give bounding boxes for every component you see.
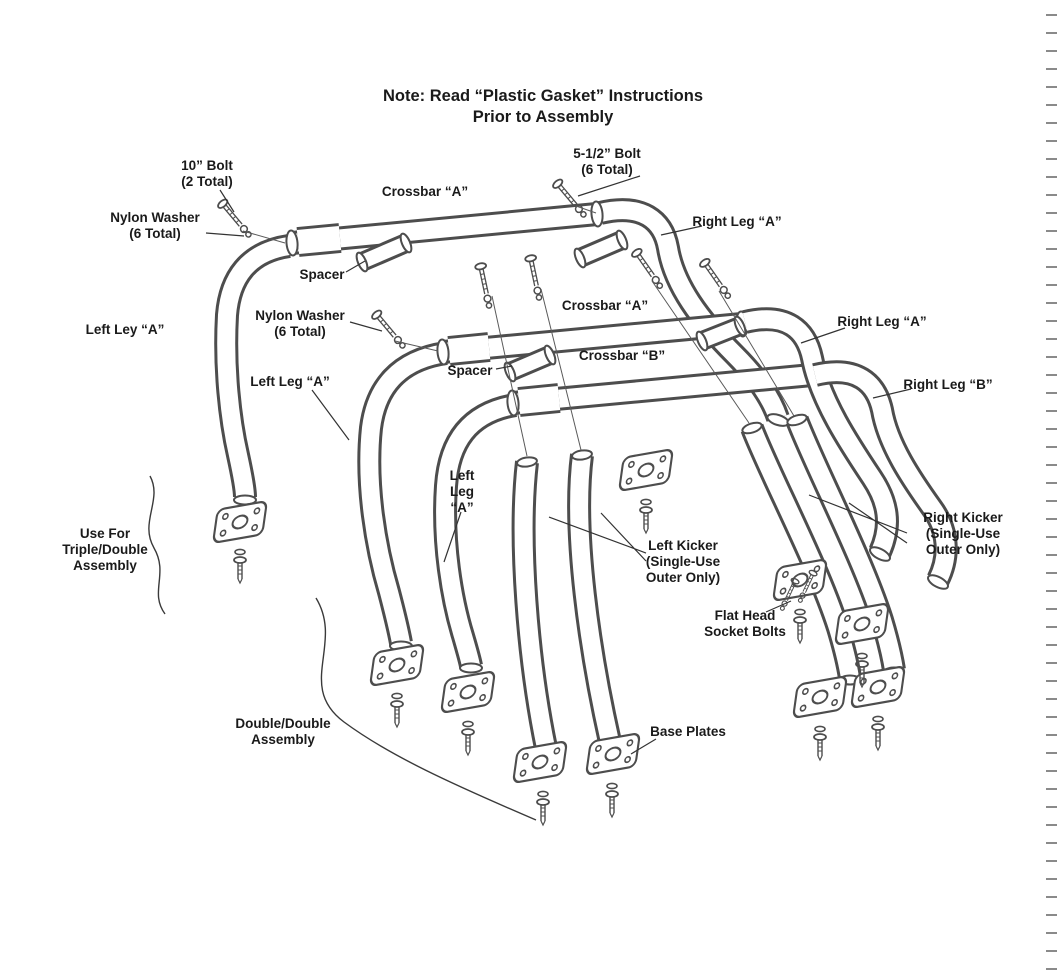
label-spacer-mid: Spacer [447,363,493,378]
label-nylon-washer-mid: Nylon Washer (6 Total) [255,308,345,339]
note-title: Note: Read “Plastic Gasket” Instructions… [382,87,704,126]
label-right-leg-b: Right Leg “B” [903,377,993,392]
base-plate [617,447,675,493]
base-plate [368,642,426,688]
base-plate [439,669,497,715]
label-crossbar-b: Crossbar “B” [578,348,666,363]
right-kicker-tubes [740,413,906,686]
base-plate [211,499,269,545]
label-use-for-assembly: Use For Triple/Double Assembly [62,526,148,573]
double-double-wavy-line [315,597,537,821]
label-right-leg-a-mid: Right Leg “A” [837,314,927,329]
plate-bolt [871,715,885,751]
bolt-axis-lines [242,205,795,457]
plate-bolt [390,692,404,728]
label-right-leg-a-top: Right Leg “A” [692,214,782,229]
label-spacer-top: Spacer [299,267,345,282]
label-5-5-inch-bolt: 5-1/2” Bolt (6 Total) [573,146,641,177]
triple-double-wavy-line [148,475,166,615]
label-nylon-washer-top: Nylon Washer (6 Total) [110,210,200,241]
label-flat-head-bolts: Flat Head Socket Bolts [704,608,786,639]
left-kicker-tubes [511,449,622,751]
base-plate [791,674,849,720]
page-edge-perforation [1046,0,1057,975]
label-double-double: Double/Double Assembly [235,716,331,747]
top-assembly [214,198,790,506]
plate-bolt [536,790,550,826]
base-plate [511,739,569,785]
label-left-ley-a: Left Ley “A” [85,322,165,337]
ten-inch-bolt [215,197,256,241]
label-left-kicker: Left Kicker (Single-Use Outer Only) [645,538,721,585]
middle-assembly [357,307,958,751]
label-10-inch-bolt: 10” Bolt (2 Total) [181,158,233,189]
plate-bolt [233,548,247,584]
spacer-part [355,232,413,273]
spacer-part [573,229,629,269]
label-left-leg-a-stacked: Left Leg “A” [449,468,475,515]
plate-bolt [639,498,653,534]
plate-bolt [813,725,827,761]
plate-bolt [793,608,807,644]
label-right-kicker: Right Kicker (Single-Use Outer Only) [923,510,1003,557]
plate-bolt [461,720,475,756]
spacer-part [503,344,557,383]
label-leader-lines [205,175,912,755]
label-crossbar-a-top: Crossbar “A” [381,184,469,199]
five-half-inch-bolt [473,261,496,311]
label-left-leg-a-mid: Left Leg “A” [250,374,330,389]
label-base-plates: Base Plates [650,724,726,739]
label-crossbar-a-mid: Crossbar “A” [561,298,649,313]
base-plates-group [211,447,907,826]
plate-bolt [605,782,619,818]
five-half-inch-bolt [697,256,735,302]
